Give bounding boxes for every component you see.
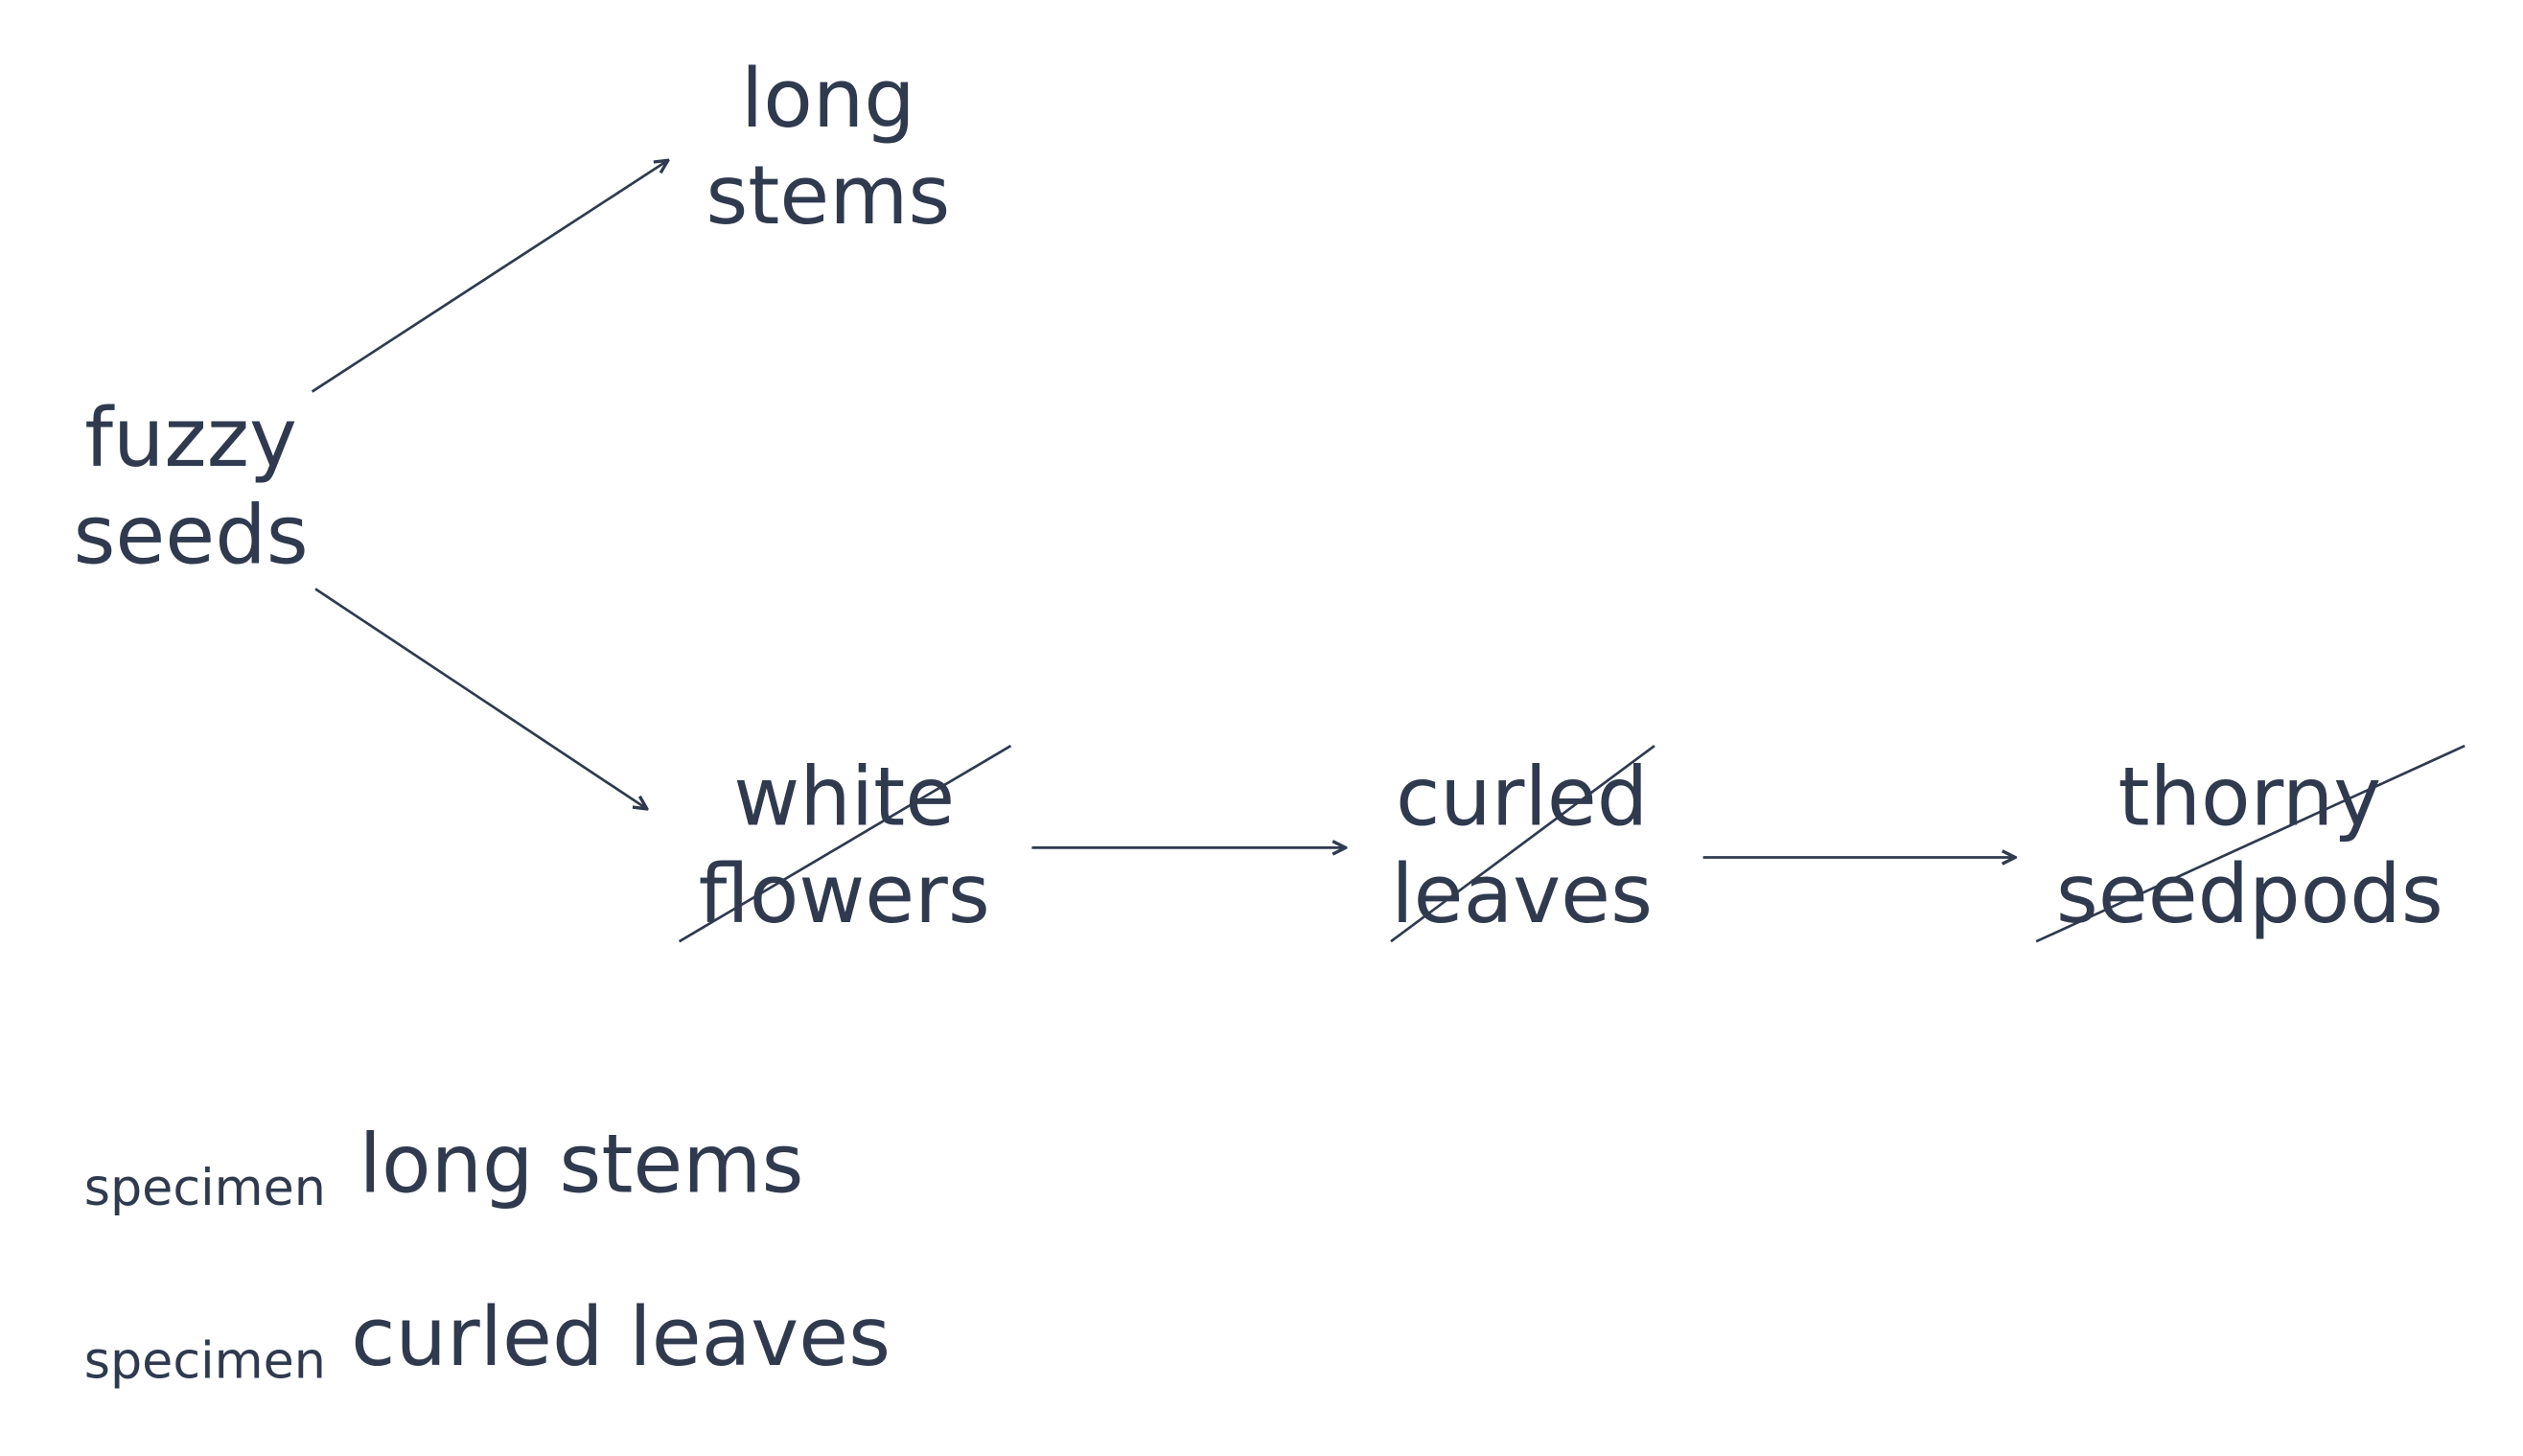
node-thorny-seedpods: thorny seedpods xyxy=(2035,744,2465,943)
node-label-line: curled xyxy=(1396,751,1648,844)
node-label-line: fuzzy xyxy=(84,391,297,485)
specimen-row: specimen curled leaves xyxy=(84,1290,891,1390)
specimen-prefix: specimen xyxy=(84,1332,326,1391)
node-curled-leaves: curled leaves xyxy=(1390,744,1655,943)
node-label-line: seeds xyxy=(73,488,308,582)
node-long-stems: long stems xyxy=(706,52,950,243)
specimen-row: specimen long stems xyxy=(84,1118,804,1217)
node-fuzzy-seeds: fuzzy seeds xyxy=(73,391,308,582)
specimen-prefix: specimen xyxy=(84,1159,326,1217)
node-label-line: leaves xyxy=(1391,847,1653,941)
strikethrough-line xyxy=(2035,744,2465,943)
node-label-line: stems xyxy=(706,149,950,243)
node-label-line: seedpods xyxy=(2056,847,2443,941)
arrow-fuzzy-to-white xyxy=(314,588,647,808)
specimen-label: curled leaves xyxy=(351,1290,891,1384)
arrow-fuzzy-to-long xyxy=(311,160,668,393)
strikethrough-line xyxy=(1390,744,1655,943)
node-label-line: long xyxy=(741,52,915,146)
node-label-line: thorny xyxy=(2118,751,2382,844)
node-label-line: white xyxy=(733,751,955,844)
strikethrough-line xyxy=(678,744,1012,943)
node-label-line: flowers xyxy=(699,847,990,941)
node-white-flowers: white flowers xyxy=(678,744,1012,943)
specimen-label: long stems xyxy=(359,1118,804,1212)
